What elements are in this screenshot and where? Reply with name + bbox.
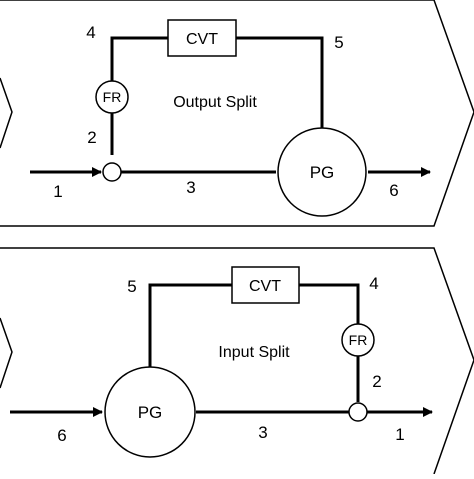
junction-node: [348, 402, 368, 422]
node-number: 5: [334, 33, 343, 52]
node-number: 1: [395, 425, 404, 444]
panel-caption: Output Split: [173, 94, 257, 111]
cvt-box: [231, 266, 300, 304]
cvt-box: [167, 19, 237, 57]
panel-caption: Input Split: [218, 344, 290, 361]
branch-wire-top-right: [236, 36, 324, 128]
node-number: 2: [372, 372, 381, 391]
branch-wire-right: [299, 283, 360, 402]
pg-label: PG: [310, 163, 335, 182]
cvt-label: CVT: [249, 278, 281, 295]
node-number: 6: [57, 426, 66, 445]
pg-circle: [277, 127, 367, 217]
node-number: 3: [186, 178, 195, 197]
output-split-panel: CVT FR PG Output Split 4 5 2 1 3 6: [0, 0, 474, 227]
fr-label: FR: [349, 332, 368, 348]
pg-circle: [104, 366, 196, 458]
fr-circle: [341, 323, 375, 357]
node-number: 6: [389, 181, 398, 200]
panel-edge-left-bottom: [0, 317, 13, 389]
node-number: 4: [86, 23, 95, 42]
junction-node: [102, 162, 122, 182]
panel-edge-left-top: [0, 77, 13, 149]
node-number: 4: [369, 274, 378, 293]
node-number: 1: [53, 182, 62, 201]
fr-circle: [95, 80, 129, 114]
cvt-label: CVT: [186, 31, 218, 48]
branch-wire-left: [148, 283, 232, 368]
input-split-panel: CVT FR PG Input Split 5 4 2 6 3 1: [0, 247, 474, 475]
pg-label: PG: [138, 403, 163, 422]
panel-frame-bottom: [0, 247, 474, 475]
fr-label: FR: [103, 89, 122, 105]
node-number: 3: [258, 423, 267, 442]
panel-frame-top: [0, 0, 474, 227]
branch-wire-top: [110, 36, 168, 155]
node-number: 5: [127, 277, 136, 296]
node-number: 2: [87, 128, 96, 147]
